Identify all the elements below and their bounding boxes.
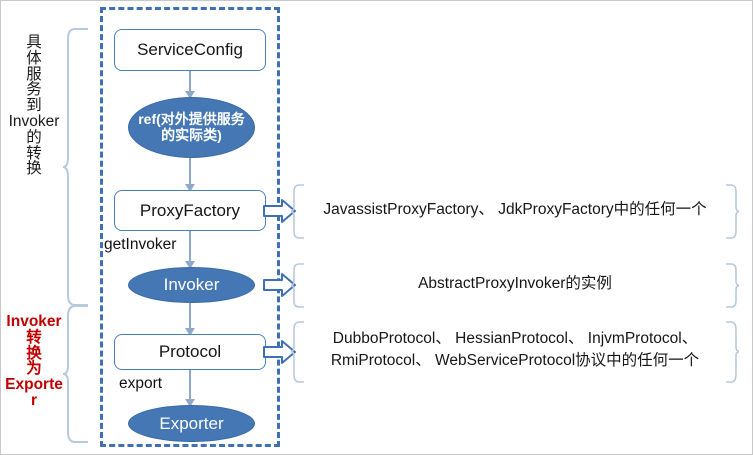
arrowhead-icon [185, 399, 195, 407]
group-brace-invoker-to-exporter [62, 304, 89, 444]
group-brace-service-to-invoker [62, 27, 89, 307]
connector-serviceconfig-to-ref [185, 71, 195, 99]
annotation-proxyfactory: JavassistProxyFactory、 JdkProxyFactory中的… [291, 184, 739, 239]
connector-protocol-to-exporter [185, 370, 195, 407]
node-proxyfactory[interactable]: ProxyFactory [114, 190, 266, 231]
edge-label-getinvoker: getInvoker [104, 236, 177, 253]
block-arrow-right-icon [263, 198, 296, 224]
arrowhead-icon [185, 328, 195, 336]
side-label-invoker-to-exporter: Invoker 转 换 为 Exporter [5, 313, 63, 409]
connector-ref-to-proxyfactory [185, 158, 195, 192]
node-serviceconfig[interactable]: ServiceConfig [114, 29, 266, 71]
block-arrow-right-icon [263, 339, 296, 365]
block-arrow-right-icon [263, 272, 296, 298]
annotation-invoker-text: AbstractProxyInvoker的实例 [418, 275, 612, 292]
arrowhead-icon [185, 261, 195, 269]
node-exporter[interactable]: Exporter [128, 405, 255, 442]
arrowhead-icon [185, 184, 195, 192]
side-label-service-to-invoker: 具 体 服 务 到 Invoker 的 转 换 [8, 34, 60, 178]
node-ref[interactable]: ref(对外提供服务的实际类) [128, 97, 255, 158]
annotation-proxyfactory-text: JavassistProxyFactory、 JdkProxyFactory中的… [323, 201, 707, 218]
node-protocol[interactable]: Protocol [114, 334, 266, 370]
connector-proxyfactory-to-invoker [185, 231, 195, 269]
annotation-protocol-text: DubboProtocol、 HessianProtocol、 InjvmPro… [330, 330, 700, 370]
annotation-invoker: AbstractProxyInvoker的实例 [291, 263, 739, 308]
edge-label-export: export [119, 375, 163, 392]
annotation-protocol: DubboProtocol、 HessianProtocol、 InjvmPro… [291, 321, 739, 383]
connector-invoker-to-protocol [185, 303, 195, 336]
arrowhead-icon [185, 91, 195, 99]
dashed-boundary-region [100, 7, 280, 447]
node-invoker[interactable]: Invoker [128, 267, 255, 303]
